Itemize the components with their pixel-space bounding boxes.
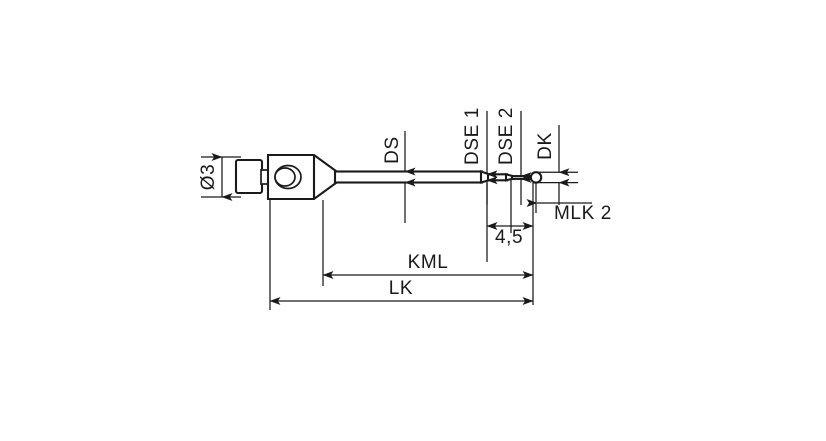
mounting-cap-block (234, 158, 264, 195)
main-shaft (333, 170, 484, 184)
dim-lk-group: LK (269, 200, 534, 310)
dim-stepped-diameter-1-group: DSE 1 (462, 107, 498, 205)
mlk2-label: MLK 2 (554, 203, 612, 224)
dim-shaft-diameter-group: DS (382, 131, 416, 223)
dim-mount-diameter-group: Ø3 (198, 153, 241, 201)
dim-stepped-diameter-2-group: DSE 2 (496, 107, 532, 205)
ball-diameter-label: DK (535, 132, 556, 160)
dim-mlk2-group: MLK 2 (526, 183, 612, 224)
stylus-part-geometry (234, 153, 543, 201)
stepped-diameter-2-label: DSE 2 (496, 107, 517, 165)
dim-tip-length-group: 4,5 (486, 180, 534, 262)
lk-label: LK (389, 278, 413, 299)
stepped-diameter-1-label: DSE 1 (462, 107, 483, 165)
mount-diameter-label: Ø3 (198, 164, 219, 191)
kml-label: KML (408, 252, 449, 273)
tip-length-label: 4,5 (495, 227, 523, 248)
mounting-hole-inner (274, 167, 296, 187)
dim-kml-group: KML (322, 183, 534, 305)
ball-tip (529, 171, 543, 184)
shaft-diameter-label: DS (382, 136, 403, 164)
dim-ball-diameter-group: DK (533, 125, 578, 205)
stepped-section-1 (486, 173, 509, 182)
